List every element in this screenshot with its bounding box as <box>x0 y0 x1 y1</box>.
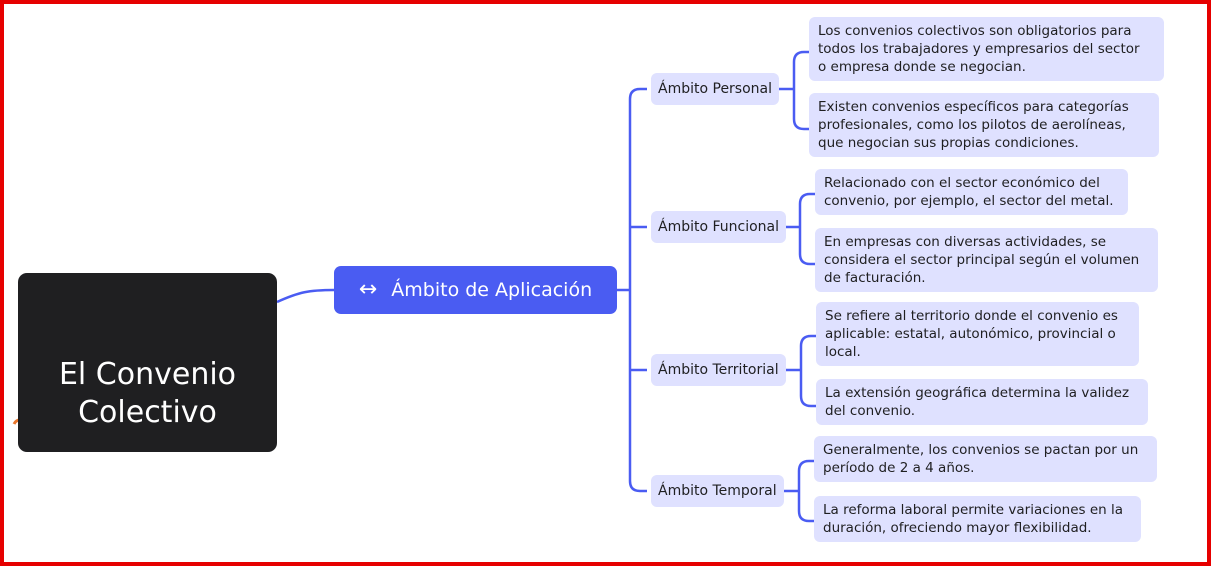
category-spine <box>628 87 647 493</box>
leaf-node-temporal-2[interactable]: La reforma laboral permite variaciones e… <box>814 496 1141 542</box>
leaf-text-line: o empresa donde se negocian. <box>818 59 1026 75</box>
leaf-text-line: de facturación. <box>824 270 926 286</box>
leaf-text-line: Relacionado con el sector económico del <box>824 175 1100 191</box>
leaf-text-line: todos los trabajadores y empresarios del… <box>818 41 1140 57</box>
category-label: Ámbito Territorial <box>658 362 779 378</box>
leaf-text-line: La extensión geográfica determina la val… <box>825 385 1130 401</box>
category-node-territorial[interactable]: Ámbito Territorial <box>651 354 786 386</box>
leaf-text-line: La reforma laboral permite variaciones e… <box>823 502 1124 518</box>
leaf-node-territorial-1[interactable]: Se refiere al territorio donde el conven… <box>816 302 1139 366</box>
leaf-node-temporal-1[interactable]: Generalmente, los convenios se pactan po… <box>814 436 1157 482</box>
category-node-temporal[interactable]: Ámbito Temporal <box>651 475 784 507</box>
temporal-leaf-connector <box>779 459 814 523</box>
leaf-node-funcional-2[interactable]: En empresas con diversas actividades, se… <box>815 228 1158 292</box>
leaf-text-line: del convenio. <box>825 403 916 419</box>
funcional-leaf-connector <box>784 192 815 266</box>
root-title-line: El Convenio <box>58 356 237 392</box>
root-title-line: Colectivo <box>78 394 217 430</box>
category-label: Ámbito Funcional <box>658 219 780 235</box>
leaf-node-territorial-2[interactable]: La extensión geográfica determina la val… <box>816 379 1148 425</box>
leaf-text-line: aplicable: estatal, autonómico, provinci… <box>825 326 1116 342</box>
leaf-node-funcional-1[interactable]: Relacionado con el sector económico del … <box>815 169 1128 215</box>
leaf-text-line: Existen convenios específicos para categ… <box>818 99 1129 115</box>
branch-node[interactable]: ↔ Ámbito de Aplicación <box>334 266 617 314</box>
branch-label: Ámbito de Aplicación <box>391 279 593 301</box>
leaf-text-line: local. <box>825 344 861 360</box>
leaf-text-line: Generalmente, los convenios se pactan po… <box>823 442 1139 458</box>
category-label: Ámbito Temporal <box>658 483 777 499</box>
category-label: Ámbito Personal <box>658 81 773 97</box>
root-node[interactable]: El Convenio Colectivo <box>18 273 277 452</box>
leaf-text-line: En empresas con diversas actividades, se <box>824 234 1107 250</box>
leaf-text-line: duración, ofreciendo mayor flexibilidad. <box>823 520 1092 536</box>
category-node-funcional[interactable]: Ámbito Funcional <box>651 211 787 243</box>
root-to-branch-connector <box>276 288 335 304</box>
left-right-arrow-icon: ↔ <box>358 277 378 302</box>
leaf-text-line: convenio, por ejemplo, el sector del met… <box>824 193 1114 209</box>
leaf-node-personal-2[interactable]: Existen convenios específicos para categ… <box>809 93 1159 157</box>
leaf-text-line: período de 2 a 4 años. <box>823 460 975 476</box>
leaf-text-line: Los convenios colectivos son obligatorio… <box>818 23 1132 39</box>
leaf-text-line: profesionales, como los pilotos de aerol… <box>818 117 1126 133</box>
leaf-text-line: considera el sector principal según el v… <box>824 252 1140 268</box>
leaf-text-line: Se refiere al territorio donde el conven… <box>825 308 1118 324</box>
personal-leaf-connector <box>778 50 809 131</box>
leaf-node-personal-1[interactable]: Los convenios colectivos son obligatorio… <box>809 17 1164 81</box>
root-title: El Convenio Colectivo <box>59 356 236 432</box>
category-node-personal[interactable]: Ámbito Personal <box>651 73 780 105</box>
leaf-text-line: que negocian sus propias condiciones. <box>818 135 1079 151</box>
territorial-leaf-connector <box>785 334 816 408</box>
